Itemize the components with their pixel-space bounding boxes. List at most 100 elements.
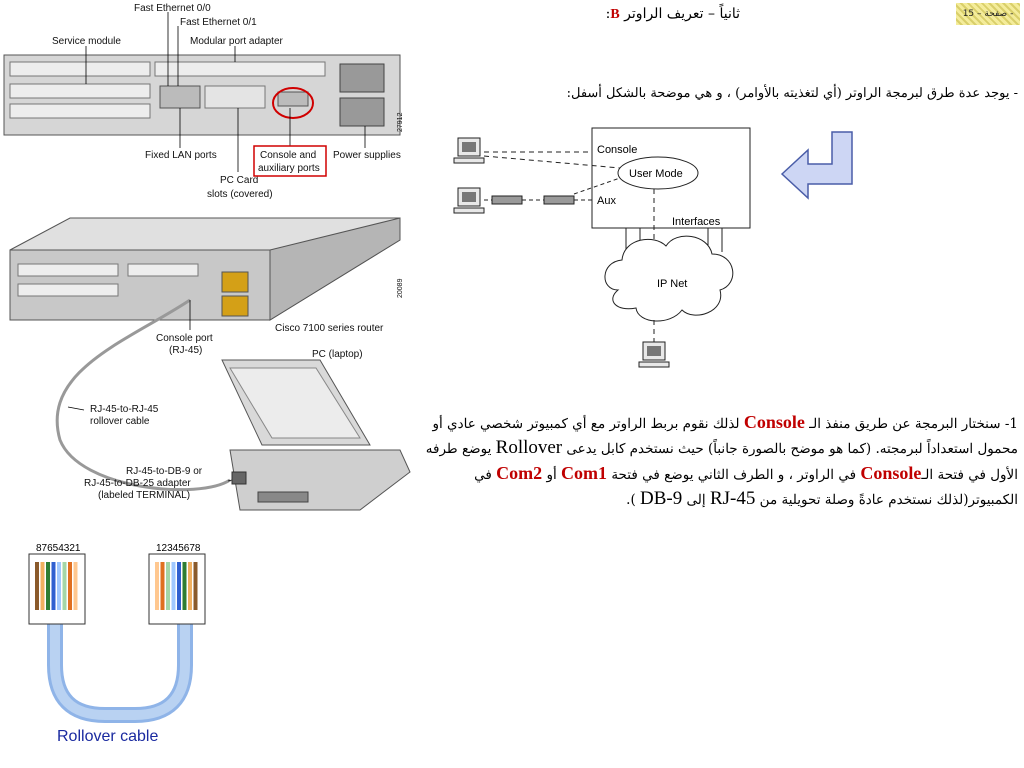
- com2-keyword: Com2: [496, 463, 543, 483]
- console-ports: [277, 91, 309, 107]
- cisco-figure-id: 20089: [397, 278, 404, 298]
- modem-icon-2: [543, 195, 575, 205]
- slot-1: [9, 61, 151, 77]
- para-text-8: ).: [626, 492, 641, 508]
- slot-2: [154, 61, 326, 77]
- para-text-4: في الراوتر ، و الطرف الثاني يوضع في فتحة: [607, 467, 861, 483]
- page-title: ثانياً – تعريف الراوتر B:: [560, 6, 740, 23]
- rollover-cable-loop: [47, 620, 193, 723]
- rj45-wire: [193, 562, 198, 610]
- ipnet-computer-icon: [638, 341, 670, 368]
- rj45-wire: [35, 562, 39, 610]
- intro-text: - يوجد عدة طرق لبرمجة الراوتر (أي لتغذيت…: [566, 86, 1018, 101]
- console-label: Console: [597, 144, 637, 156]
- para-text-7: إلى: [682, 492, 710, 508]
- console-highlight-circle: [272, 87, 314, 119]
- rj45-wire: [40, 562, 45, 610]
- rj45-wire: [57, 562, 61, 610]
- rj45-wire: [46, 562, 50, 610]
- fast-ethernet-0-label: Fast Ethernet 0/0: [134, 3, 211, 14]
- para-text-1: 1- سنختار البرمجة عن طريق منفذ الـ: [804, 416, 1018, 432]
- service-module-label: Service module: [52, 36, 121, 47]
- rollover-cable-highlight: [50, 620, 190, 720]
- right-wires: [155, 562, 198, 610]
- com1-keyword: Com1: [561, 463, 608, 483]
- pc-card-slots: [204, 85, 266, 109]
- console-aux-label-box: [253, 145, 327, 177]
- rj45-keyword: RJ-45: [709, 488, 756, 509]
- rollover-label-1: RJ-45-to-RJ-45: [90, 404, 159, 415]
- para-text-3: يوضع طرفه الأول في فتحة الـ: [425, 441, 1018, 483]
- network-diagram-drawing: Console User Mode Aux Interfaces: [453, 127, 751, 368]
- left-pin-numbers: 87654321: [36, 543, 81, 554]
- pc-card-label-1: PC Card: [220, 175, 258, 186]
- lan-ports: [159, 85, 201, 109]
- rollover-label-2: rollover cable: [90, 416, 150, 427]
- aux-computer-icon: [453, 187, 485, 214]
- para-text-6: في الكمبيوتر(لذلك نستخدم عادةً وصلة تحوي…: [474, 467, 1018, 508]
- ip-net-cloud: [604, 235, 734, 322]
- router-back-figure: Fast Ethernet 0/0 Fast Ethernet 0/1 Serv…: [0, 0, 410, 205]
- aux-to-usermode-link: [573, 177, 621, 195]
- router-back-drawing: Fast Ethernet 0/0 Fast Ethernet 0/1 Serv…: [3, 3, 404, 200]
- modular-port-adapter-label: Modular port adapter: [190, 36, 284, 47]
- cisco-psu-1: [221, 271, 249, 293]
- rj45-wire: [73, 562, 78, 610]
- fast-ethernet-1-label: Fast Ethernet 0/1: [180, 17, 257, 28]
- console-to-usermode-link: [483, 155, 621, 169]
- adapter-label-3: (labeled TERMINAL): [98, 490, 190, 501]
- rj45-wire: [182, 562, 187, 610]
- rollover-cable-line: [55, 298, 231, 492]
- rollover-leader: [67, 406, 85, 411]
- ip-net-label: IP Net: [657, 278, 687, 290]
- console-aux-label-2: auxiliary ports: [258, 163, 320, 174]
- rollover-figure: 87654321 12345678 Rollover cable: [25, 540, 225, 755]
- power-supplies-label: Power supplies: [333, 150, 401, 161]
- aux-label: Aux: [597, 195, 616, 207]
- slot-4: [9, 103, 151, 119]
- laptop-display: [229, 367, 361, 439]
- explanation-paragraph: 1- سنختار البرمجة عن طريق منفذ الـ Conso…: [418, 410, 1018, 512]
- page-number: صفحة – 15 -: [962, 9, 1014, 19]
- adapter-label-1: RJ-45-to-DB-9 or: [126, 466, 203, 477]
- laptop-base: [229, 449, 411, 511]
- rj45-wire: [188, 562, 192, 610]
- cisco-psu-2: [221, 295, 249, 317]
- console-keyword-2: Console: [860, 463, 922, 483]
- console-computer-icon: [453, 137, 485, 164]
- cisco-slot-1: [17, 263, 119, 277]
- leader-lines: [85, 12, 366, 172]
- cisco-laptop-figure: Cisco 7100 series router Console port (R…: [0, 210, 414, 522]
- db9-adapter: [231, 471, 247, 485]
- rj45-wire: [166, 562, 170, 610]
- console-port-label-1: Console port: [156, 333, 213, 344]
- title-suffix: :: [605, 6, 611, 22]
- slot-3: [9, 83, 151, 99]
- rj45-wire: [68, 562, 72, 610]
- pointer-arrow: [780, 130, 870, 200]
- user-mode-label: User Mode: [629, 168, 683, 180]
- fixed-lan-ports-label: Fixed LAN ports: [145, 150, 217, 161]
- db9-keyword: DB-9: [640, 488, 683, 509]
- cisco-slot-2: [17, 283, 119, 297]
- cisco-model-label: Cisco 7100 series router: [275, 323, 384, 334]
- console-keyword: Console: [743, 412, 805, 432]
- right-pin-numbers: 12345678: [156, 543, 201, 554]
- user-mode-ellipse: [617, 156, 699, 190]
- page-number-badge: صفحة – 15 -: [956, 3, 1020, 25]
- power-supply-2: [339, 97, 385, 127]
- pc-laptop-label: PC (laptop): [312, 349, 363, 360]
- laptop-port: [257, 491, 309, 503]
- rj45-wire: [160, 562, 165, 610]
- cisco-slot-3: [127, 263, 199, 277]
- interfaces-label: Interfaces: [672, 216, 721, 228]
- rj45-wire: [177, 562, 181, 610]
- left-arrow-icon: [780, 131, 853, 200]
- cisco-router-side: [269, 217, 401, 321]
- rj45-wire: [62, 562, 67, 610]
- rj45-wire: [171, 562, 176, 610]
- console-port-label-2: (RJ-45): [169, 345, 202, 356]
- rollover-drawing: 87654321 12345678 Rollover cable: [28, 543, 206, 745]
- adapter-label-2: RJ-45-to-DB-25 adapter: [84, 478, 191, 489]
- rollover-caption: Rollover cable: [57, 728, 158, 745]
